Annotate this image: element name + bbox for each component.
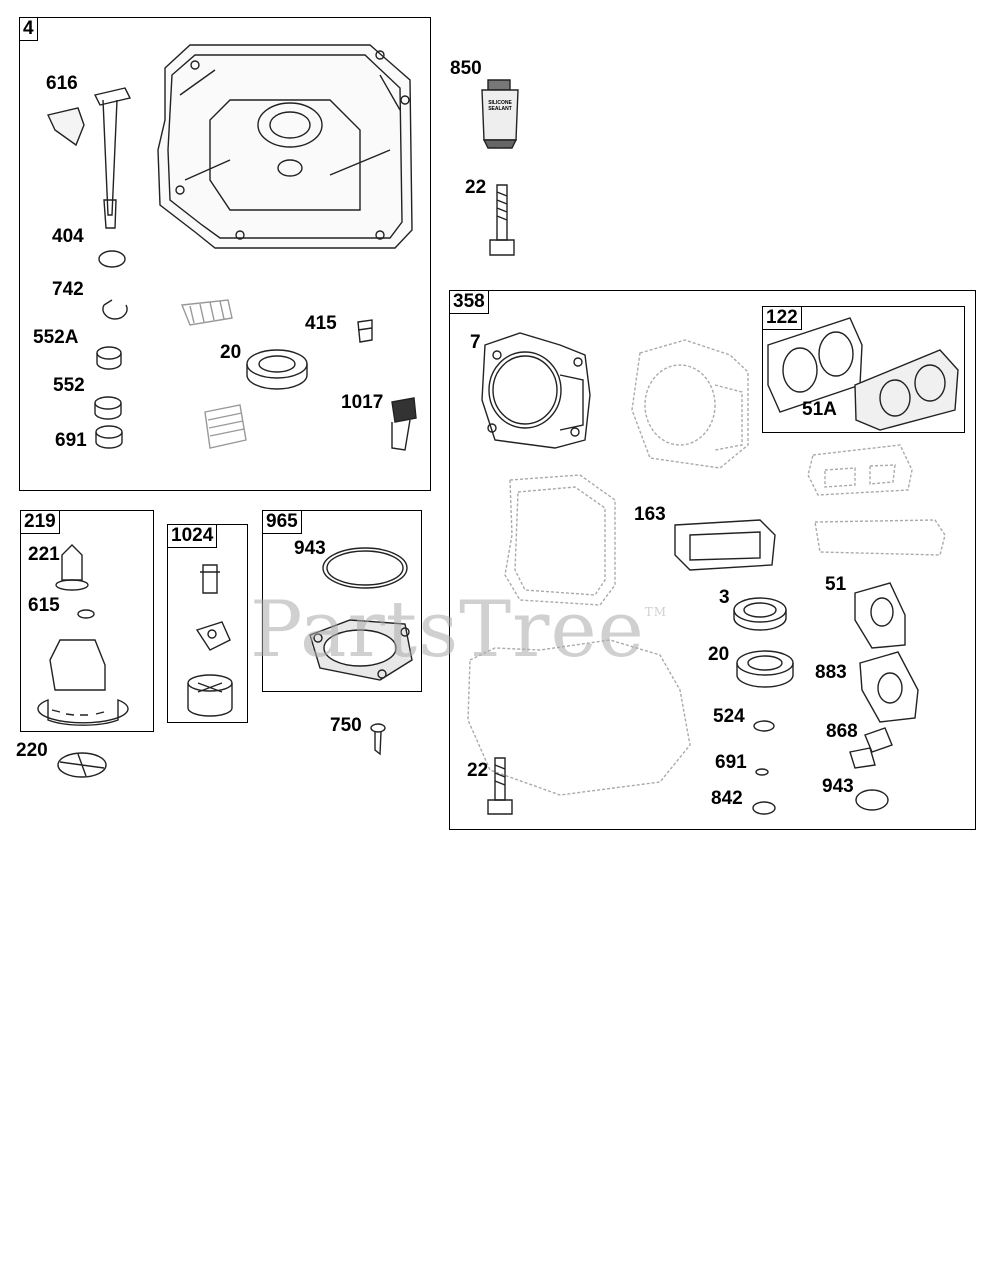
plug-415-drawing[interactable] xyxy=(357,319,373,343)
group-box-358: 358 xyxy=(449,290,976,830)
part-label-616[interactable]: 616 xyxy=(46,73,78,94)
seal-20b-drawing[interactable] xyxy=(736,650,794,688)
group-tag-4[interactable]: 4 xyxy=(19,17,38,41)
oring-943-drawing[interactable] xyxy=(322,547,408,589)
part-label-415[interactable]: 415 xyxy=(305,313,337,334)
group-box-1024: 1024 xyxy=(167,524,248,723)
head-gasket-ghost-drawing xyxy=(631,339,749,469)
screw-750-drawing[interactable] xyxy=(370,723,386,756)
pump-cover-drawing[interactable] xyxy=(309,619,413,681)
part-label-552A[interactable]: 552A xyxy=(33,327,79,348)
governor-shaft-drawing[interactable] xyxy=(47,87,132,229)
part-label-842[interactable]: 842 xyxy=(711,788,743,809)
part-label-943[interactable]: 943 xyxy=(294,538,326,559)
part-label-51A[interactable]: 51A xyxy=(802,399,837,420)
part-label-750[interactable]: 750 xyxy=(330,715,362,736)
seal-20-drawing[interactable] xyxy=(246,349,308,390)
spring-drawing[interactable] xyxy=(204,404,247,449)
gasket-51-drawing[interactable] xyxy=(854,582,906,649)
watermark-tm: TM xyxy=(644,605,668,619)
seal-3-drawing[interactable] xyxy=(733,597,787,631)
valve-1017-drawing[interactable] xyxy=(391,397,417,451)
gasket-ghosts-drawing xyxy=(467,444,946,796)
group-box-122: 122 xyxy=(762,306,965,433)
seal-691-drawing[interactable] xyxy=(95,425,123,449)
part-label-221[interactable]: 221 xyxy=(28,544,60,565)
group-tag-965[interactable]: 965 xyxy=(262,510,302,534)
crankcase-drawing[interactable] xyxy=(157,44,413,249)
plug-868-drawing[interactable] xyxy=(849,727,893,769)
part-label-1017[interactable]: 1017 xyxy=(341,392,384,413)
part-label-691[interactable]: 691 xyxy=(55,430,87,451)
part-label-742[interactable]: 742 xyxy=(52,279,84,300)
oring-842-drawing[interactable] xyxy=(752,801,776,815)
group-tag-219[interactable]: 219 xyxy=(20,510,60,534)
part-label-163[interactable]: 163 xyxy=(634,504,666,525)
part-label-20[interactable]: 20 xyxy=(220,342,242,363)
seal-691b-drawing[interactable] xyxy=(755,768,769,776)
gasket-163-drawing[interactable] xyxy=(674,519,776,571)
oil-pump-drawing[interactable] xyxy=(187,564,233,717)
part-label-615[interactable]: 615 xyxy=(28,595,60,616)
part-label-691b[interactable]: 691 xyxy=(715,752,747,773)
watermark: PartsTreeTM xyxy=(250,585,667,675)
oring-524-drawing[interactable] xyxy=(753,720,775,732)
part-label-943b[interactable]: 943 xyxy=(822,776,854,797)
part-label-3[interactable]: 3 xyxy=(719,587,730,608)
part-label-868[interactable]: 868 xyxy=(826,721,858,742)
group-box-965: 965 xyxy=(262,510,422,692)
part-label-404[interactable]: 404 xyxy=(52,226,84,247)
part-label-22[interactable]: 22 xyxy=(465,177,487,198)
sealant-tube-drawing[interactable] xyxy=(481,79,519,149)
intake-gasket-51A-drawing[interactable] xyxy=(767,317,959,431)
group-tag-122[interactable]: 122 xyxy=(762,306,802,330)
part-label-883[interactable]: 883 xyxy=(815,662,847,683)
group-tag-1024[interactable]: 1024 xyxy=(167,524,218,548)
part-label-850[interactable]: 850 xyxy=(450,58,482,79)
group-box-4: 4 xyxy=(19,17,431,491)
part-label-220[interactable]: 220 xyxy=(16,740,48,761)
part-label-7[interactable]: 7 xyxy=(470,332,481,353)
head-gasket-7-drawing[interactable] xyxy=(481,332,591,449)
part-label-552[interactable]: 552 xyxy=(53,375,85,396)
group-box-219: 219 xyxy=(20,510,154,732)
part-label-22b[interactable]: 22 xyxy=(467,760,489,781)
plug-drawing[interactable] xyxy=(181,299,233,326)
watermark-text: PartsTree xyxy=(250,585,645,675)
bolt-22-drawing[interactable] xyxy=(489,184,515,256)
e-ring-742-drawing[interactable] xyxy=(102,299,128,320)
seal-552-drawing[interactable] xyxy=(94,396,122,420)
group-tag-358[interactable]: 358 xyxy=(449,290,489,314)
washer-404-drawing[interactable] xyxy=(98,250,126,268)
seal-552A-drawing[interactable] xyxy=(96,346,122,370)
sealant-tube-text: SILICONE SEALANT xyxy=(488,100,512,112)
oring-943b-drawing[interactable] xyxy=(855,789,889,811)
part-label-51[interactable]: 51 xyxy=(825,574,847,595)
governor-gear-drawing[interactable] xyxy=(37,544,129,726)
gear-washer-220-drawing[interactable] xyxy=(57,752,107,778)
part-label-20b[interactable]: 20 xyxy=(708,644,730,665)
part-label-524[interactable]: 524 xyxy=(713,706,745,727)
bolt-22b-drawing[interactable] xyxy=(487,757,513,815)
gasket-883-drawing[interactable] xyxy=(859,651,919,723)
